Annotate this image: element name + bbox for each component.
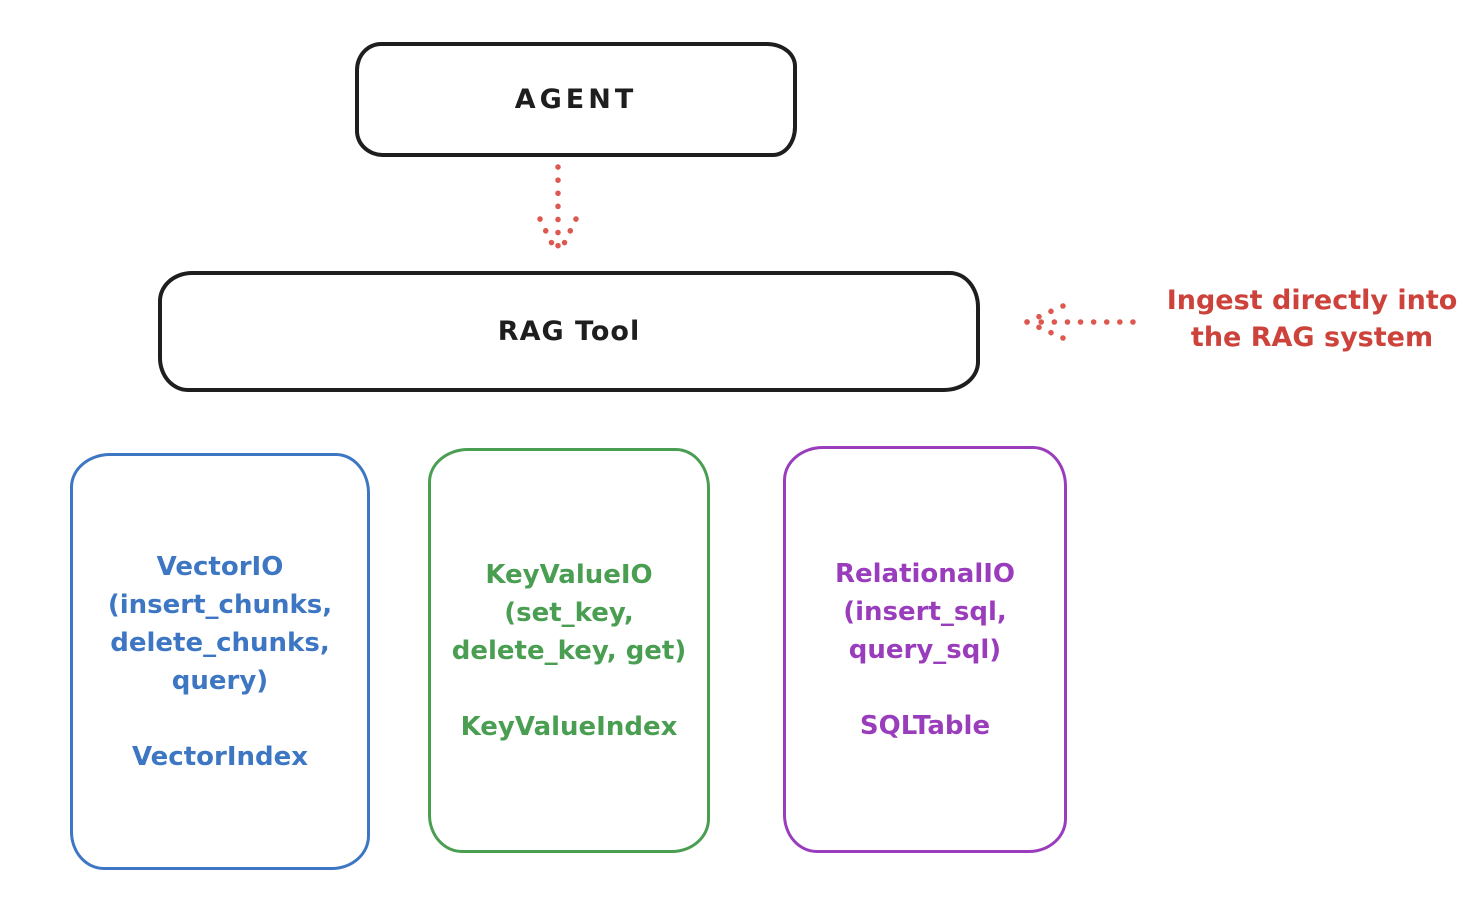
ingest-annotation-arrow (1024, 303, 1136, 341)
io-line: KeyValueIO (485, 559, 653, 590)
io-line: VectorIO (156, 551, 284, 582)
rag-tool-label: RAG Tool (497, 316, 641, 347)
io-line: (set_key, (504, 597, 634, 628)
ingest-annotation: Ingest directly into the RAG system (1140, 282, 1484, 356)
ingest-annotation-line1: Ingest directly into (1166, 285, 1458, 316)
keyvalue-io-box: KeyValueIO (set_key, delete_key, get) Ke… (428, 448, 710, 853)
io-line: (insert_chunks, (107, 589, 333, 620)
keyvalue-io-signature: KeyValueIO (set_key, delete_key, get) (452, 556, 687, 670)
sql-table-label: SQLTable (859, 710, 991, 741)
io-line: RelationalIO (834, 558, 1016, 589)
vector-index-label: VectorIndex (131, 741, 309, 772)
rag-tool-box: RAG Tool (158, 271, 980, 392)
vector-io-box: VectorIO (insert_chunks, delete_chunks, … (70, 453, 370, 870)
vector-io-signature: VectorIO (insert_chunks, delete_chunks, … (108, 548, 332, 700)
agent-box: AGENT (355, 42, 797, 157)
keyvalue-index-label: KeyValueIndex (460, 711, 678, 742)
relational-io-signature: RelationalIO (insert_sql, query_sql) (835, 555, 1015, 669)
agent-to-rag-arrow (537, 164, 579, 257)
io-line: delete_key, get) (451, 635, 687, 666)
io-line: (insert_sql, (843, 596, 1007, 627)
io-line: query) (171, 665, 269, 696)
relational-io-box: RelationalIO (insert_sql, query_sql) SQL… (783, 446, 1067, 853)
ingest-annotation-line2: the RAG system (1190, 322, 1434, 353)
io-line: delete_chunks, (110, 627, 330, 658)
io-line: query_sql) (848, 634, 1002, 665)
agent-label: AGENT (514, 84, 638, 115)
